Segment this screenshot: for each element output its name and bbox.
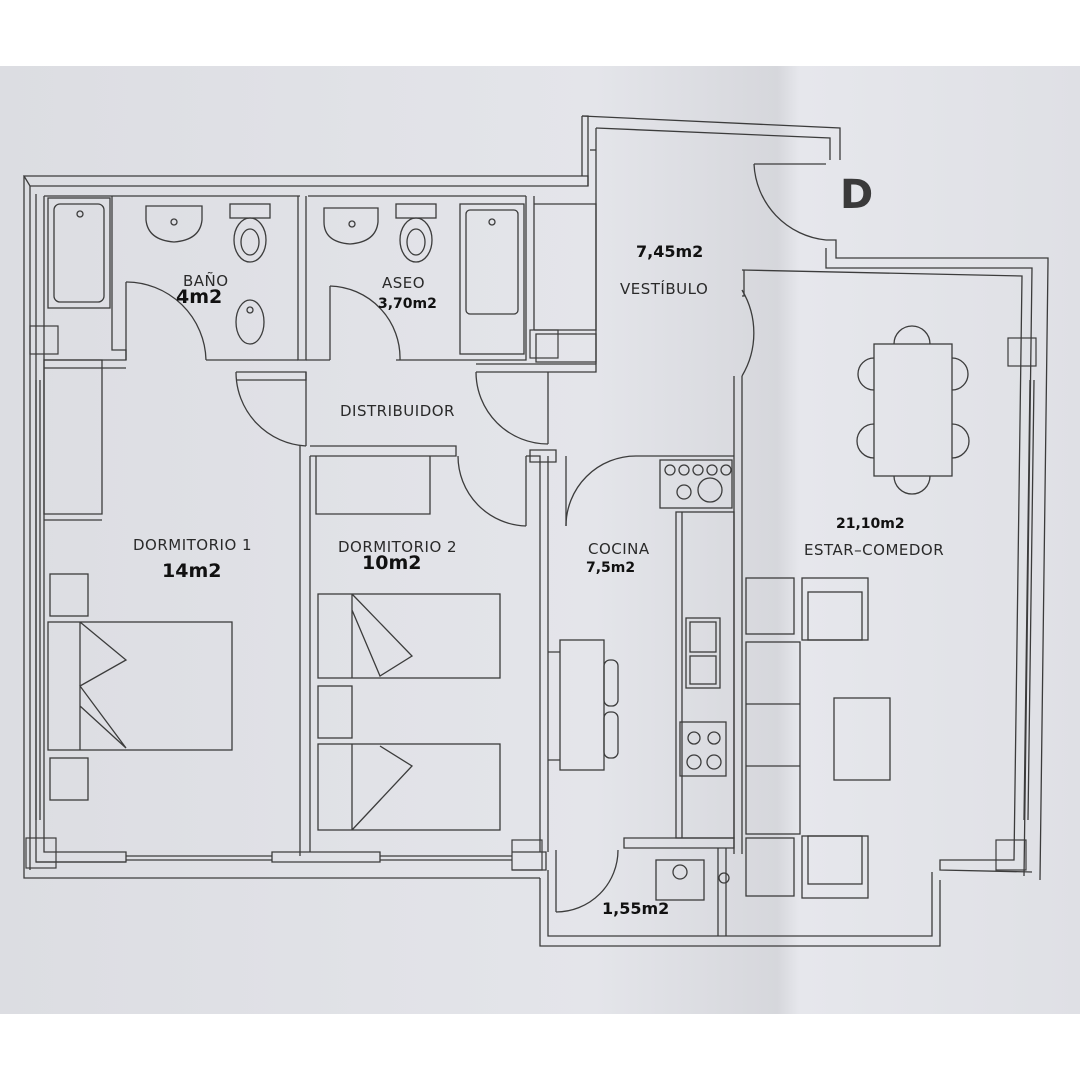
- room-name-estar: ESTAR–COMEDOR: [804, 541, 945, 559]
- room-name-dormitorio2: DORMITORIO 2: [338, 538, 458, 556]
- unit-tag: D: [840, 172, 874, 218]
- columns: [25, 325, 1037, 871]
- room-name-bano: BAÑO: [183, 272, 229, 290]
- room-area-aseo: 3,70m2: [378, 296, 437, 312]
- room-name-cocina: COCINA: [588, 540, 650, 558]
- room-name-dormitorio1: DORMITORIO 1: [133, 536, 253, 554]
- bedroom-furniture: [47, 573, 501, 831]
- bathroom-fixtures: [47, 197, 525, 355]
- room-name-distribuidor: DISTRIBUIDOR: [340, 402, 455, 420]
- exterior-walls: [22, 115, 1049, 947]
- room-area-lavadero: 1,55m2: [602, 899, 670, 918]
- room-area-vestibulo: 7,45m2: [636, 242, 704, 261]
- kitchen-furniture: [548, 459, 735, 901]
- room-area-dormitorio1: 14m2: [162, 560, 222, 582]
- room-name-vestibulo: VESTÍBULO: [620, 280, 709, 298]
- room-area-dormitorio2: 10m2: [362, 552, 422, 574]
- room-name-aseo: ASEO: [382, 274, 426, 292]
- door-swings: [125, 163, 827, 913]
- room-area-estar: 21,10m2: [836, 516, 905, 532]
- room-area-cocina: 7,5m2: [586, 560, 636, 576]
- room-area-bano: 4m2: [176, 286, 223, 308]
- windows: [35, 149, 1035, 821]
- living-furniture: [745, 325, 970, 899]
